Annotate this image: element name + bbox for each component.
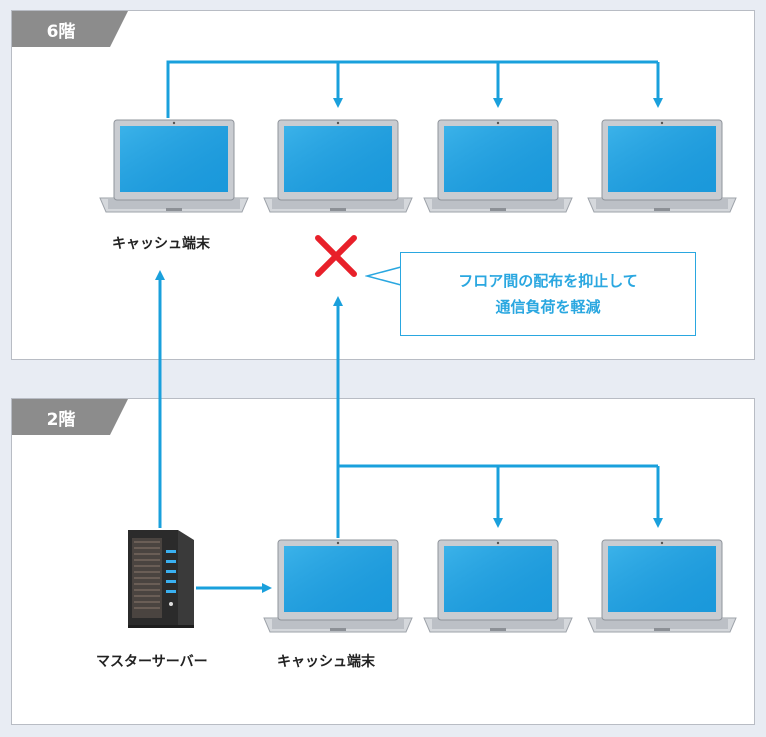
callout-tail <box>365 266 402 286</box>
laptop-icon <box>587 539 737 633</box>
laptop-icon <box>423 539 573 633</box>
laptop-icon <box>99 119 249 213</box>
master-server-label: マスターサーバー <box>96 654 208 670</box>
cash-terminal-2f-label: キャッシュ端末 <box>277 654 375 670</box>
server-icon <box>128 530 194 628</box>
laptop-icon <box>423 119 573 213</box>
callout-line-1: フロア間の配布を抑止して <box>458 272 638 290</box>
callout-box: フロア間の配布を抑止して 通信負荷を軽減 <box>400 252 696 336</box>
floor-6-tab: 6階 <box>12 11 128 47</box>
blocked-x-icon <box>315 235 357 277</box>
laptop-icon <box>263 119 413 213</box>
cash-terminal-6f-label: キャッシュ端末 <box>112 236 210 252</box>
laptop-icon <box>263 539 413 633</box>
callout-line-2: 通信負荷を軽減 <box>495 298 601 316</box>
link-6f-trunk <box>166 60 658 118</box>
laptop-icon <box>587 119 737 213</box>
floor-2-tab: 2階 <box>12 399 128 435</box>
